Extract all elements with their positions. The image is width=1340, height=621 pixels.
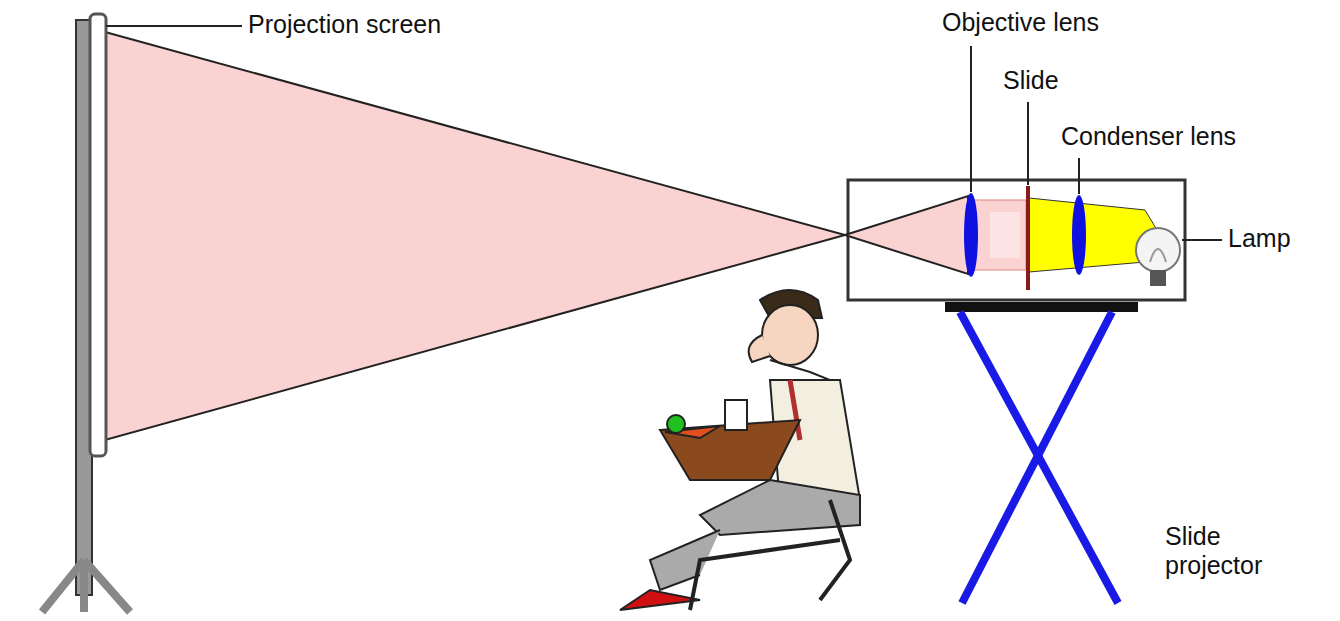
part-label: Lamp	[1228, 224, 1291, 253]
part-label: Slide projector	[1165, 522, 1295, 580]
slide	[1026, 186, 1030, 290]
part-label: Slide	[1003, 66, 1059, 95]
light-cone	[105, 32, 845, 440]
part-label: Condenser lens	[1061, 122, 1236, 151]
condenser-lens	[1072, 195, 1086, 275]
screen-stand	[42, 14, 130, 612]
objective-lens	[964, 193, 978, 277]
seated-person	[620, 290, 860, 610]
leader-lines	[106, 26, 1222, 240]
part-label: Projection screen	[248, 10, 441, 39]
part-label: Objective lens	[942, 8, 1099, 37]
lamp-bulb	[1136, 228, 1180, 286]
inner-cone	[845, 196, 968, 274]
projector-stand	[945, 302, 1138, 603]
